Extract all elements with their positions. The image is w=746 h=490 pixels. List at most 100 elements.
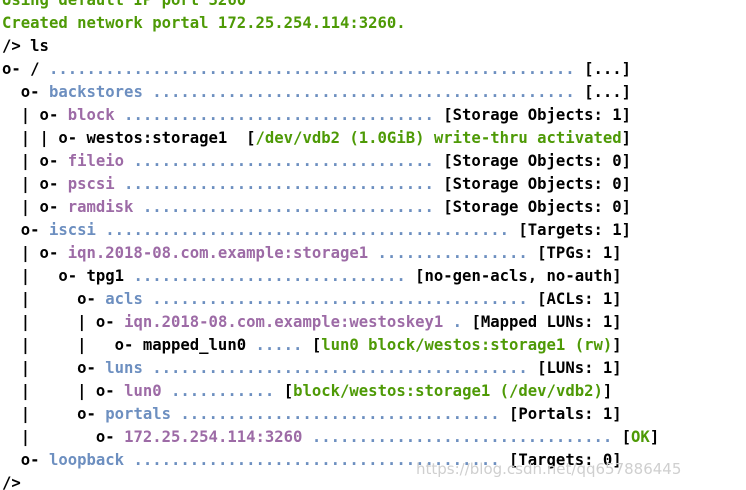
text-segment: [Portals: 1] bbox=[508, 405, 622, 423]
text-segment: ................................ bbox=[302, 428, 622, 446]
terminal-line: | o- fileio ............................… bbox=[2, 150, 631, 173]
text-segment: ] bbox=[649, 428, 660, 446]
text-segment: | o- bbox=[2, 405, 106, 423]
text-segment: [Mapped LUNs: 1] bbox=[471, 313, 622, 331]
text-segment: lun0 block/westos:storage1 (rw) bbox=[321, 336, 613, 354]
terminal-line: | o- tpg1 ............................. … bbox=[2, 265, 622, 288]
terminal-line: | o- acls ..............................… bbox=[2, 288, 622, 311]
terminal-line: o- iscsi ...............................… bbox=[2, 219, 631, 242]
terminal-line: | o- luns ..............................… bbox=[2, 357, 622, 380]
text-segment: ........................................… bbox=[142, 83, 585, 101]
terminal-line: o- / ...................................… bbox=[2, 58, 631, 81]
terminal-line: | o- 172.25.254.114:3260 ...............… bbox=[2, 426, 659, 449]
text-segment: o- bbox=[2, 221, 49, 239]
text-segment: / bbox=[30, 60, 40, 78]
text-segment: [ACLs: 1] bbox=[537, 290, 622, 308]
text-segment: Created network portal 172.25.254.114:32… bbox=[2, 14, 406, 32]
text-segment: [ bbox=[246, 129, 256, 147]
text-segment: iqn.2018-08.com.example:storage1 bbox=[67, 244, 369, 262]
text-segment: ........................................ bbox=[142, 359, 538, 377]
text-segment: westos:storage1 bbox=[86, 129, 228, 147]
text-segment: | o- bbox=[2, 152, 68, 170]
text-segment: [ bbox=[283, 382, 294, 400]
text-segment: [...] bbox=[584, 83, 632, 101]
text-segment: o- bbox=[2, 60, 31, 78]
text-segment: ] bbox=[602, 382, 613, 400]
text-segment: lun0 bbox=[124, 382, 162, 400]
text-segment: [...] bbox=[584, 60, 632, 78]
text-segment: [Storage Objects: 0] bbox=[443, 152, 632, 170]
text-segment: ................................. bbox=[114, 175, 444, 193]
terminal-line: | o- pscsi .............................… bbox=[2, 173, 631, 196]
watermark: https://blog.csdn.net/qq657886445 bbox=[416, 460, 682, 478]
terminal-line: o- backstores ..........................… bbox=[2, 81, 631, 104]
text-segment: | | o- bbox=[2, 382, 125, 400]
text-segment: | o- bbox=[2, 175, 68, 193]
text-segment: pscsi bbox=[67, 175, 115, 193]
text-segment: portals bbox=[105, 405, 171, 423]
text-segment: acls bbox=[105, 290, 143, 308]
terminal-line: | | o- mapped_lun0 ..... [lun0 block/wes… bbox=[2, 334, 622, 357]
text-segment: loopback bbox=[48, 451, 125, 469]
text-segment: ............................. bbox=[124, 267, 416, 285]
text-segment: [Storage Objects: 1] bbox=[443, 106, 632, 124]
text-segment: ............................... bbox=[133, 198, 444, 216]
text-segment: block/westos:storage1 (/dev/vdb2) bbox=[293, 382, 603, 400]
text-segment: | o- bbox=[2, 428, 125, 446]
text-segment: [Targets: 1] bbox=[518, 221, 632, 239]
text-segment: tpg1 bbox=[86, 267, 125, 285]
text-segment: backstores bbox=[48, 83, 143, 101]
text-segment: iqn.2018-08.com.example:westoskey1 bbox=[124, 313, 444, 331]
text-segment: 172.25.254.114:3260 bbox=[124, 428, 303, 446]
terminal-line: | | o- lun0 ........... [block/westos:st… bbox=[2, 380, 613, 403]
terminal-line: | o- block .............................… bbox=[2, 104, 631, 127]
shell-prompt-line[interactable]: /> bbox=[2, 472, 30, 490]
terminal-line: | | o- westos:storage1 [/dev/vdb2 (1.0Gi… bbox=[2, 127, 631, 150]
text-segment: [TPGs: 1] bbox=[537, 244, 622, 262]
text-segment: [ bbox=[621, 428, 632, 446]
terminal-line: | o- portals ...........................… bbox=[2, 403, 622, 426]
terminal-line: | o- ramdisk ...........................… bbox=[2, 196, 631, 219]
text-segment: [no-gen-acls, no-auth] bbox=[415, 267, 622, 285]
text-segment: ........................................ bbox=[142, 290, 538, 308]
text-segment: ] bbox=[612, 336, 622, 354]
text-segment: ....................................... bbox=[124, 451, 509, 469]
terminal-line: | o- iqn.2018-08.com.example:storage1 ..… bbox=[2, 242, 622, 265]
text-segment: ................................. bbox=[114, 106, 444, 124]
text-segment: ramdisk bbox=[67, 198, 134, 216]
terminal-line: | | o- iqn.2018-08.com.example:westoskey… bbox=[2, 311, 622, 334]
text-segment: | o- bbox=[2, 198, 68, 216]
text-segment: ................ bbox=[368, 244, 538, 262]
text-segment: iscsi bbox=[48, 221, 96, 239]
text-segment: ..... bbox=[246, 336, 312, 354]
text-segment: | o- bbox=[2, 359, 106, 377]
text-segment: | o- bbox=[2, 244, 68, 262]
text-segment: [Storage Objects: 0] bbox=[443, 175, 632, 193]
text-segment: | | o- bbox=[2, 313, 125, 331]
text-segment: ........... bbox=[161, 382, 284, 400]
terminal-line: o- loopback ............................… bbox=[2, 449, 622, 472]
text-segment: block bbox=[67, 106, 115, 124]
text-segment: . bbox=[443, 313, 472, 331]
text-segment: /dev/vdb2 (1.0GiB) write-thru activated bbox=[255, 129, 622, 147]
text-segment: o- bbox=[2, 83, 49, 101]
text-segment: /> ls bbox=[2, 37, 49, 55]
text-segment: o- bbox=[2, 451, 49, 469]
text-segment: ................................ bbox=[124, 152, 444, 170]
text-segment: | | o- bbox=[2, 336, 143, 354]
text-segment: fileio bbox=[67, 152, 125, 170]
text-segment: [LUNs: 1] bbox=[537, 359, 622, 377]
text-segment: ........................................… bbox=[39, 60, 585, 78]
text-segment: [Targets: 0] bbox=[508, 451, 622, 469]
text-segment: | o- bbox=[2, 267, 87, 285]
text-segment: [ bbox=[311, 336, 322, 354]
terminal-line: Created network portal 172.25.254.114:32… bbox=[2, 12, 406, 35]
text-segment: [Storage Objects: 0] bbox=[443, 198, 632, 216]
text-segment: | o- bbox=[2, 106, 68, 124]
text-segment: luns bbox=[105, 359, 143, 377]
text-segment: OK bbox=[631, 428, 650, 446]
text-segment: .................................. bbox=[171, 405, 509, 423]
terminal-line: /> ls bbox=[2, 35, 49, 58]
text-segment: ........................................… bbox=[95, 221, 519, 239]
